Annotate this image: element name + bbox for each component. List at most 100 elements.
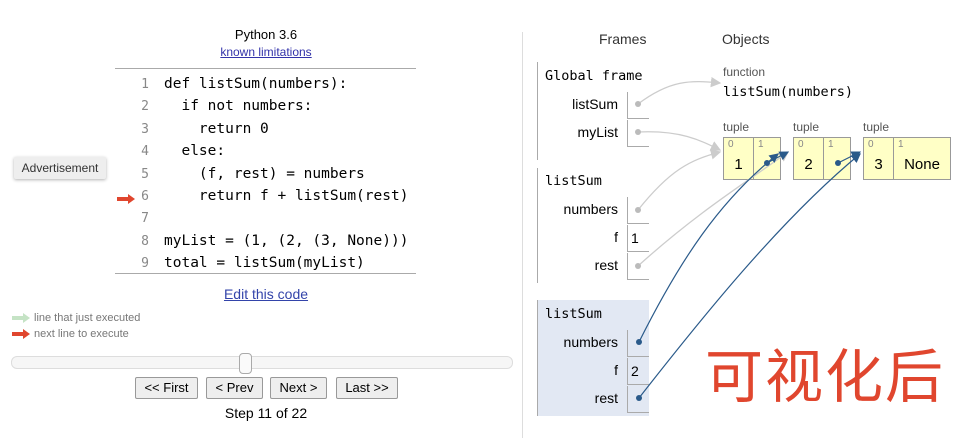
var-name: f xyxy=(614,229,618,245)
pointer-arrow xyxy=(766,151,790,164)
stack-frame-listsum-1 xyxy=(537,168,648,283)
first-button[interactable]: << First xyxy=(135,377,198,399)
pointer-dot xyxy=(635,207,641,213)
prev-button[interactable]: < Prev xyxy=(206,377,263,399)
cell-value: 1 xyxy=(734,156,743,173)
code-line: 4 else: xyxy=(115,140,225,162)
frames-header: Frames xyxy=(599,31,647,47)
pointer-arrow xyxy=(637,149,722,211)
line-number: 8 xyxy=(141,233,149,249)
line-number: 2 xyxy=(141,99,149,115)
legend-label: line that just executed xyxy=(34,312,141,324)
red-arrow-icon xyxy=(12,329,30,340)
advertisement-tooltip: Advertisement xyxy=(14,157,106,179)
code-text: def listSum(numbers): xyxy=(164,76,348,92)
pointer-dot xyxy=(636,339,642,345)
var-name: myList xyxy=(577,124,618,140)
var-name: numbers xyxy=(563,201,618,217)
pointer-dot xyxy=(764,160,770,166)
code-bottom-rule xyxy=(115,273,416,274)
pointer-arrow xyxy=(637,76,722,105)
cell-index: 1 xyxy=(898,139,904,150)
global-frame xyxy=(537,62,648,160)
pointer-dot xyxy=(635,263,641,269)
step-slider-thumb[interactable] xyxy=(238,353,252,374)
object-type-label: tuple xyxy=(863,120,890,134)
objects-header: Objects xyxy=(722,31,770,47)
known-limitations-link[interactable]: known limitations xyxy=(220,45,312,59)
pointer-arrow xyxy=(637,131,722,151)
cell-index: 0 xyxy=(728,139,734,150)
code-line: 7 xyxy=(115,207,164,229)
next-button[interactable]: Next > xyxy=(270,377,327,399)
var-value xyxy=(627,253,649,280)
green-arrow-icon xyxy=(12,313,30,324)
line-number: 3 xyxy=(141,121,149,137)
annotation-overlay-text: 可视化后 xyxy=(705,345,946,410)
code-text: (f, rest) = numbers xyxy=(164,165,365,182)
line-number: 7 xyxy=(141,211,149,227)
cell-value: 2 xyxy=(804,156,813,173)
var-name: listSum xyxy=(572,96,618,112)
code-line: 5 (f, rest) = numbers xyxy=(115,163,365,185)
code-text: if not numbers: xyxy=(164,98,313,115)
line-number: 5 xyxy=(141,166,149,182)
var-value xyxy=(627,330,649,357)
cell-index: 0 xyxy=(798,139,804,150)
cell-index: 0 xyxy=(868,139,874,150)
object-type-label: tuple xyxy=(723,120,750,134)
step-counter: Step 11 of 22 xyxy=(224,405,308,421)
code-text: return 0 xyxy=(164,120,269,137)
code-line: 2 if not numbers: xyxy=(115,95,312,117)
code-line: 3 return 0 xyxy=(115,118,269,140)
edit-code-link[interactable]: Edit this code xyxy=(223,286,309,302)
function-object: listSum(numbers) xyxy=(723,84,854,100)
code-line: 1 def listSum(numbers): xyxy=(115,73,347,95)
pointer-arrow xyxy=(837,151,862,164)
cell-value: 3 xyxy=(874,156,883,173)
code-text: return f + listSum(rest) xyxy=(164,188,409,204)
var-value xyxy=(627,92,649,119)
frame-title: Global frame xyxy=(545,68,643,84)
pointer-dot xyxy=(635,129,641,135)
var-name: rest xyxy=(594,390,618,406)
legend-label: next line to execute xyxy=(34,328,129,340)
legend-next-line: next line to execute xyxy=(12,327,129,341)
pointer-dot xyxy=(835,160,841,166)
code-line: 6 return f + listSum(rest) xyxy=(115,185,408,207)
var-value: 2 xyxy=(627,358,649,385)
var-value: 1 xyxy=(627,225,649,252)
pointer-dot xyxy=(635,101,641,107)
line-number: 1 xyxy=(141,77,149,92)
line-number: 6 xyxy=(141,189,149,204)
pointer-arrow xyxy=(638,153,861,399)
legend-just-executed: line that just executed xyxy=(12,311,140,325)
pointer-dot xyxy=(636,395,642,401)
code-text: else: xyxy=(164,143,226,160)
frame-title: listSum xyxy=(545,173,602,189)
cell-index: 1 xyxy=(828,139,834,150)
cell-index: 1 xyxy=(758,139,764,150)
current-line-arrow-icon xyxy=(117,191,135,209)
var-name: f xyxy=(614,362,618,378)
code-top-rule xyxy=(115,68,416,69)
line-number: 4 xyxy=(141,144,149,160)
step-slider[interactable] xyxy=(11,356,513,369)
pointer-arrow xyxy=(637,151,790,267)
panel-divider xyxy=(522,32,523,438)
frame-title: listSum xyxy=(545,306,602,322)
language-title: Python 3.6 xyxy=(234,27,298,42)
stack-frame-listsum-2 xyxy=(537,300,649,416)
cell-value: None xyxy=(904,156,940,173)
var-value xyxy=(627,197,649,224)
object-type-label: tuple xyxy=(793,120,820,134)
last-button[interactable]: Last >> xyxy=(336,377,398,399)
var-value xyxy=(627,120,649,147)
object-type-label: function xyxy=(723,65,766,79)
var-name: rest xyxy=(594,257,618,273)
